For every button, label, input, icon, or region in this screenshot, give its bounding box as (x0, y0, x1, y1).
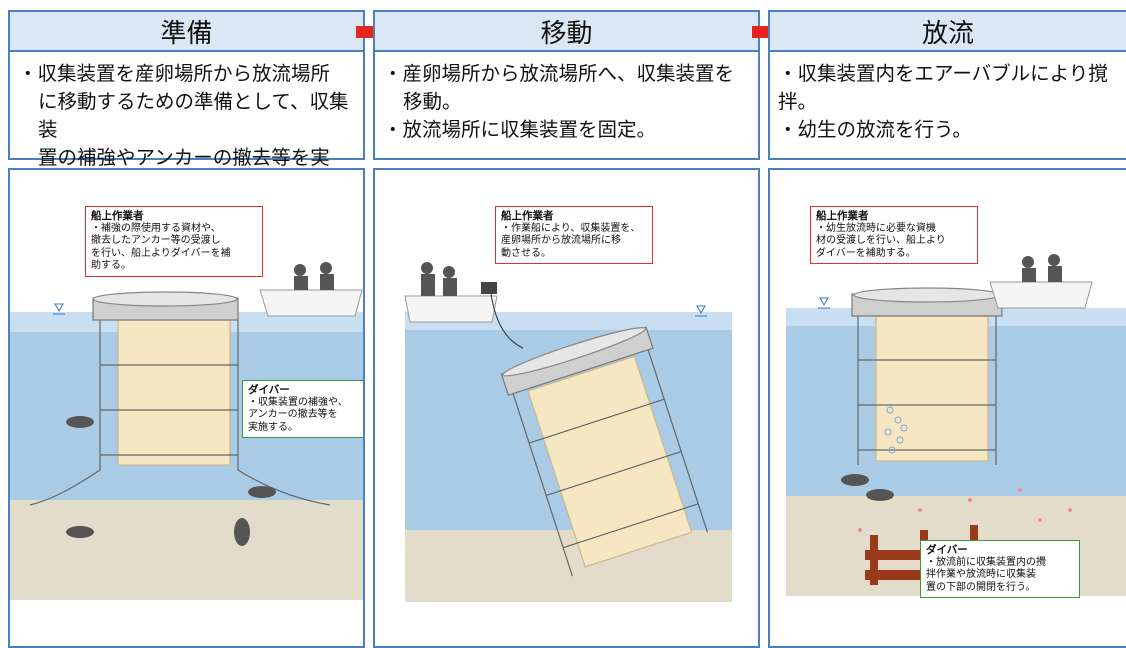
diver-icon (66, 416, 276, 546)
step1-desc-line1: ・収集装置を産卵場所から放流場所 (18, 62, 331, 85)
step2-desc-line3: ・放流場所に収集装置を固定。 (383, 118, 657, 141)
boat-icon (989, 254, 1093, 309)
larvae (858, 488, 1072, 532)
callout-diver: ダイバー ・放流前に収集装置内の攪 拌作業や放流時に収集装 置の下部の開閉を行う… (920, 540, 1080, 598)
collection-device (500, 326, 709, 577)
step3-header: 放流 (768, 10, 1126, 52)
step1-desc-line2: に移動するための準備として、収集装 (38, 90, 349, 141)
step2-header: 移動 (373, 10, 760, 52)
tow-rope (490, 293, 524, 349)
callout-boat-worker: 船上作業者 ・作業船により、収集装置を、 産卵場所から放流場所に移 動させる。 (495, 206, 653, 264)
callout-diver: ダイバー ・収集装置の補強や、 アンカーの撤去等を 実施する。 (242, 380, 363, 438)
collection-device (29, 291, 331, 506)
water-level-icon (53, 303, 65, 315)
step3-illustration: 船上作業者 ・幼生放流時に必要な資機 材の受渡しを行い、船上より ダイバーを補助… (768, 168, 1126, 648)
step2-description: ・産卵場所から放流場所へ、収集装置を 移動。 ・放流場所に収集装置を固定。 (373, 52, 760, 160)
air-bubbles (884, 406, 908, 454)
step1-header: 準備 (8, 10, 365, 52)
step3-desc-line2: ・幼生の放流を行う。 (778, 118, 972, 141)
preparation-scene (10, 262, 363, 600)
water-level-icon (818, 297, 830, 309)
callout-boat-worker: 船上作業者 ・幼生放流時に必要な資機 材の受渡しを行い、船上より ダイバーを補助… (810, 206, 978, 264)
step2-desc-line1: ・産卵場所から放流場所へ、収集装置を (383, 62, 735, 85)
step2-illustration: 船上作業者 ・作業船により、収集装置を、 産卵場所から放流場所に移 動させる。 (373, 168, 760, 648)
collection-device (851, 287, 1003, 465)
callout-boat-worker: 船上作業者 ・補強の際使用する資材や、 撤去したアンカー等の受渡し を行い、船上… (85, 206, 263, 277)
diver-icon (841, 474, 894, 501)
step3-desc-line1: ・収集装置内をエアーバブルにより撹拌。 (778, 62, 1108, 113)
boat-icon (404, 262, 498, 323)
step2-desc-line2: 移動。 (403, 90, 462, 113)
step3-description: ・収集装置内をエアーバブルにより撹拌。 ・幼生の放流を行う。 (768, 52, 1126, 160)
step1-illustration: 船上作業者 ・補強の際使用する資材や、 撤去したアンカー等の受渡し を行い、船上… (8, 168, 365, 648)
transport-scene (404, 262, 732, 602)
water-level-icon (695, 305, 707, 317)
boat-icon (259, 262, 363, 317)
step1-description: ・収集装置を産卵場所から放流場所 に移動するための準備として、収集装 置の補強や… (8, 52, 365, 197)
